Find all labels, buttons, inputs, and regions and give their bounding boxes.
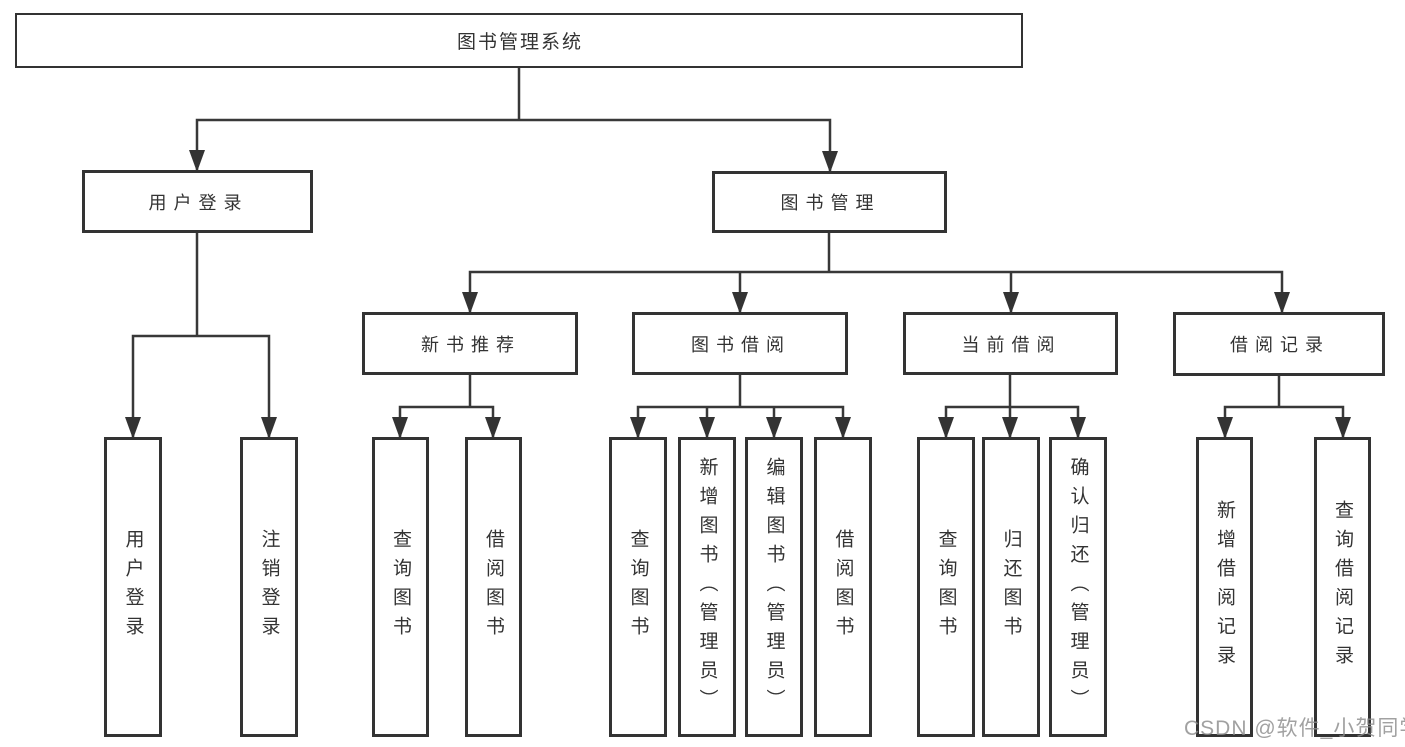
node-system-label: 图书管理系统 [456,32,583,53]
node-recommend-query-books: 查询图书 [372,437,429,737]
node-borrow-edit-books-admin: 编辑图书（管理员） [745,437,803,737]
node-book-management: 图书管理 [712,171,947,233]
edge-current-borrow-to-leaves [944,373,1080,441]
edge-user-login-to-leaves [131,231,271,441]
arrowhead [261,417,277,439]
arrowhead [938,417,954,439]
node-current-borrow: 当前借阅 [903,312,1118,375]
node-records-add-record-label: 新增借阅记录 [1214,500,1235,674]
arrowhead [1217,417,1233,439]
arrowhead [189,150,205,172]
node-borrow-query-books: 查询图书 [609,437,667,737]
arrowhead [835,417,851,439]
node-user-login-label: 用户登录 [148,192,249,213]
arrowhead [125,417,141,439]
node-user-login: 用户登录 [82,170,313,233]
edge-book-management-to-level3 [468,231,1284,316]
arrowhead [766,417,782,439]
node-logout-label: 注销登录 [258,529,280,645]
node-logout: 注销登录 [240,437,298,737]
node-current-return-books: 归还图书 [982,437,1040,737]
node-book-borrow: 图书借阅 [632,312,848,375]
node-book-management-label: 图书管理 [780,193,881,213]
node-book-borrow-label: 图书借阅 [691,334,791,355]
node-borrow-records: 借阅记录 [1173,312,1385,376]
arrowhead [462,292,478,314]
edge-book-borrow-to-leaves [636,373,845,441]
arrowhead [1274,292,1290,314]
edge-new-book-recommend-to-leaves [398,373,495,441]
node-borrow-add-books-admin: 新增图书（管理员） [678,437,736,737]
arrowhead [1335,417,1351,439]
node-recommend-query-books-label: 查询图书 [390,529,411,645]
node-current-borrow-label: 当前借阅 [961,334,1062,355]
arrowhead [822,151,838,173]
arrowhead [699,417,715,439]
node-login: 用户登录 [104,437,162,737]
node-recommend-borrow-books-label: 借阅图书 [483,529,504,645]
arrowhead [392,417,408,439]
node-system: 图书管理系统 [15,13,1023,68]
edge-root-to-level2 [195,66,832,175]
node-current-return-books-label: 归还图书 [1000,529,1022,645]
node-borrow-edit-books-admin-label: 编辑图书（管理员） [763,456,785,718]
arrowhead [1070,417,1086,439]
node-borrow-records-label: 借阅记录 [1230,335,1330,355]
node-borrow-borrow-books-label: 借阅图书 [832,529,854,645]
edge-borrow-records-to-leaves [1223,373,1345,441]
node-borrow-add-books-admin-label: 新增图书（管理员） [696,456,718,718]
arrowhead [485,417,501,439]
node-login-label: 用户登录 [122,529,144,645]
node-records-add-record: 新增借阅记录 [1196,437,1253,737]
node-current-query-books: 查询图书 [917,437,975,737]
arrowhead [630,417,646,439]
node-new-book-recommend: 新书推荐 [362,312,578,375]
watermark: CSDN @软件_小贺同学 [1184,717,1405,740]
node-current-confirm-return-admin-label: 确认归还（管理员） [1067,456,1089,718]
node-records-query-record: 查询借阅记录 [1314,437,1371,737]
node-recommend-borrow-books: 借阅图书 [465,437,522,737]
node-borrow-query-books-label: 查询图书 [627,529,649,645]
arrowhead [732,292,748,314]
node-current-query-books-label: 查询图书 [935,529,957,645]
node-new-book-recommend-label: 新书推荐 [421,334,521,355]
arrowhead [1003,292,1019,314]
node-borrow-borrow-books: 借阅图书 [814,437,872,737]
node-current-confirm-return-admin: 确认归还（管理员） [1049,437,1107,737]
node-records-query-record-label: 查询借阅记录 [1332,500,1353,674]
arrowhead [1002,417,1018,439]
